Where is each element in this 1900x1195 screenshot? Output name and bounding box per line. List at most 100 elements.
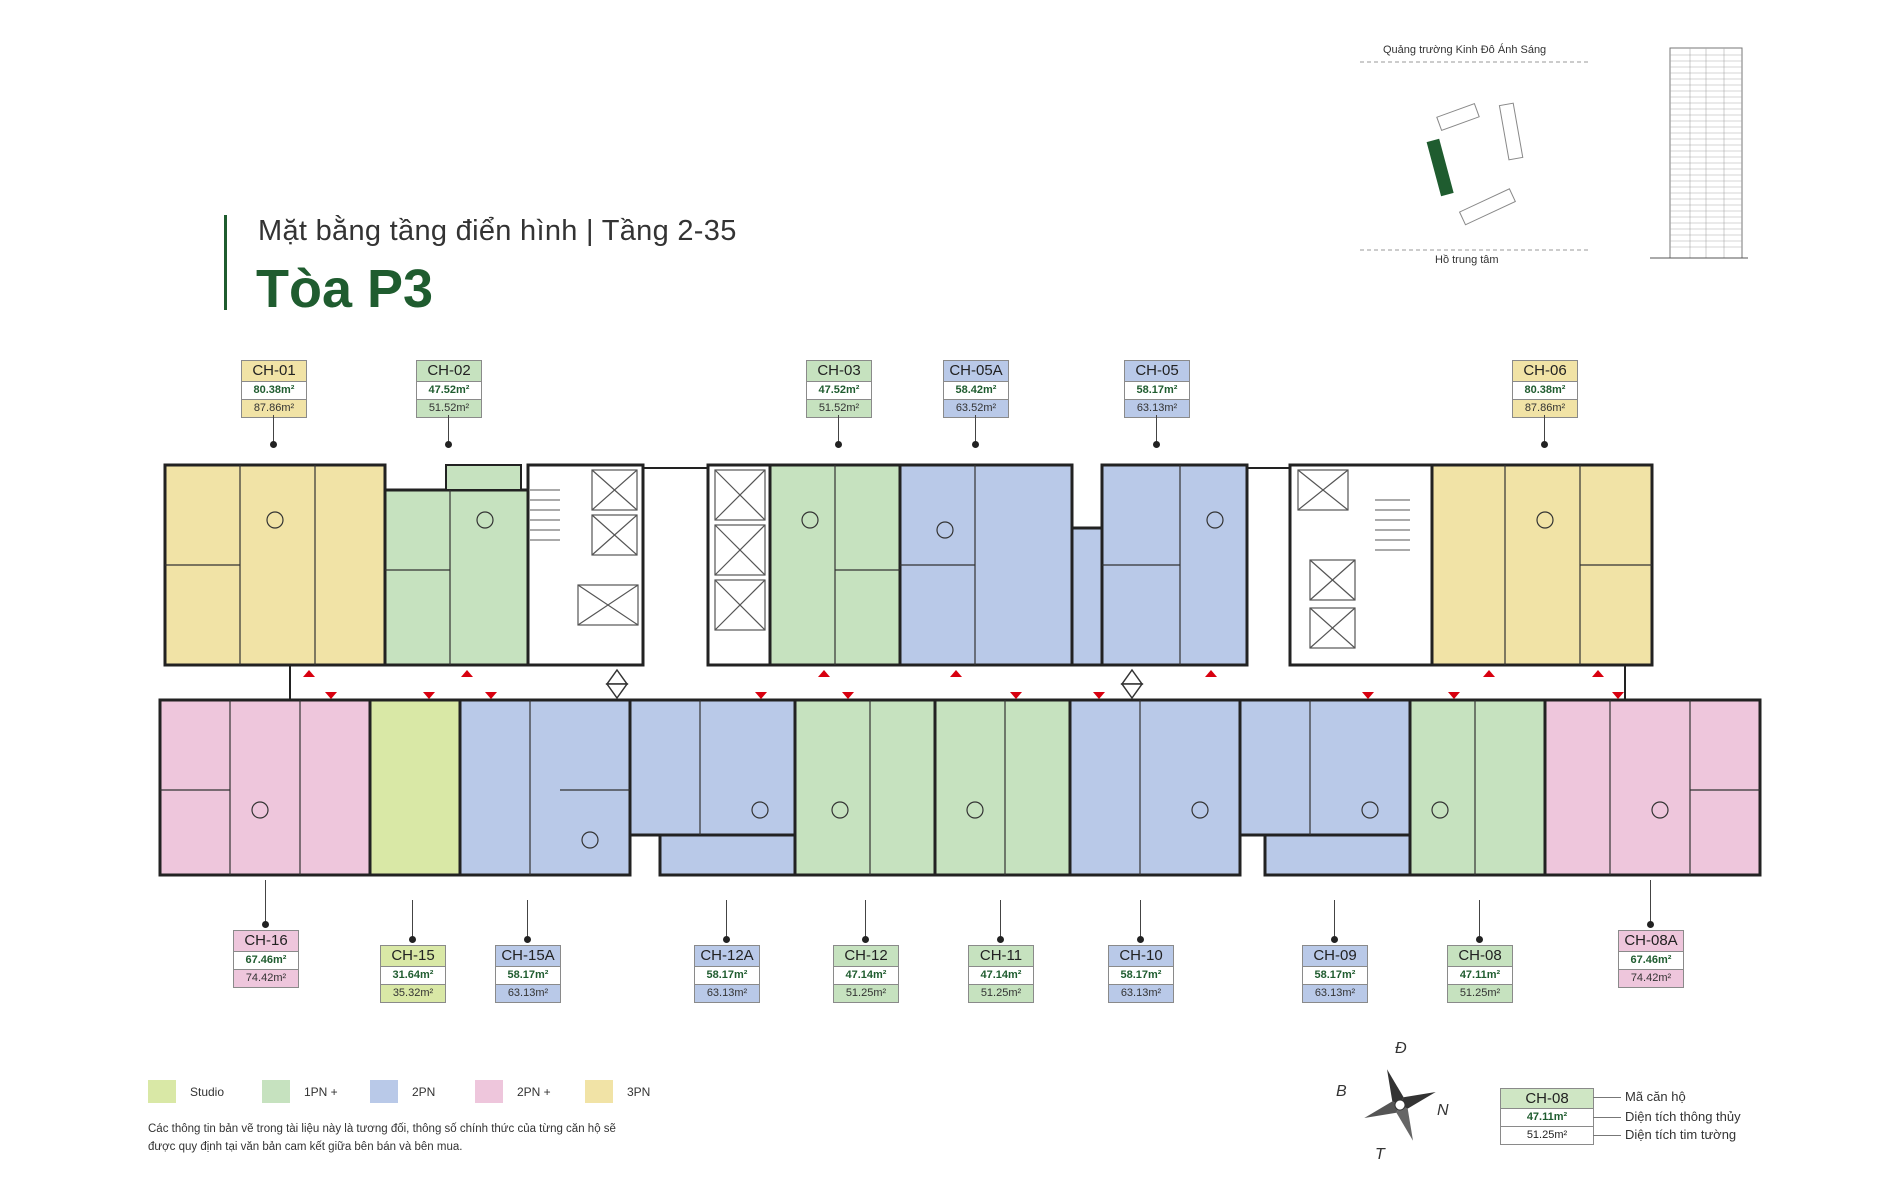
legend-1pn: 1PN + <box>262 1080 338 1103</box>
key-area-net: 47.11m² <box>1501 1109 1593 1127</box>
unit-area-net: 58.17m² <box>496 967 560 985</box>
unit-label-ch-16: CH-16 67.46m² 74.42m² <box>233 930 299 988</box>
unit-ch-12a <box>658 833 797 877</box>
unit-area-net: 47.52m² <box>807 382 871 400</box>
unit-ch-02 <box>383 488 530 667</box>
site-bottom-label: Hồ trung tâm <box>1435 254 1499 266</box>
unit-area-gross: 63.52m² <box>955 402 997 414</box>
unit-code: CH-15 <box>381 946 445 967</box>
unit-area-gross: 74.42m² <box>245 972 287 984</box>
legend-swatch <box>262 1080 290 1103</box>
page-subtitle: Mặt bằng tầng điển hình | Tầng 2-35 <box>258 215 737 247</box>
unit-label-ch-15a: CH-15A 58.17m² 63.13m² <box>495 945 561 1003</box>
key-gross-area-label: Diện tích tim tường <box>1625 1127 1737 1142</box>
leader-ch-08a <box>1647 880 1654 928</box>
leader-ch-10 <box>1137 900 1144 943</box>
unit-area-net: 58.17m² <box>1303 967 1367 985</box>
compass-north: Đ <box>1395 1040 1407 1057</box>
unit-label-ch-12a: CH-12A 58.17m² 63.13m² <box>694 945 760 1003</box>
unit-label-ch-08a: CH-08A 67.46m² 74.42m² <box>1618 930 1684 988</box>
unit-label-ch-10: CH-10 58.17m² 63.13m² <box>1108 945 1174 1003</box>
unit-label-ch-11: CH-11 47.14m² 51.25m² <box>968 945 1034 1003</box>
key-code-label: Mã căn hộ <box>1625 1089 1686 1104</box>
unit-area-net: 58.17m² <box>1125 382 1189 400</box>
unit-label-ch-01: CH-01 80.38m² 87.86m² <box>241 360 307 418</box>
unit-area-gross: 63.13m² <box>507 987 549 999</box>
entrance-markers <box>303 670 1624 699</box>
unit-area-net: 31.64m² <box>381 967 445 985</box>
core-left <box>526 463 1434 667</box>
key-area-gross: 51.25m² <box>1526 1129 1568 1141</box>
unit-code: CH-06 <box>1513 361 1577 382</box>
unit-ch-16 <box>158 698 372 877</box>
unit-code: CH-05 <box>1125 361 1189 382</box>
unit-area-net: 58.17m² <box>695 967 759 985</box>
unit-ch-12a-top <box>628 698 797 837</box>
compass-east: N <box>1437 1102 1449 1119</box>
leader-ch-01 <box>270 415 277 448</box>
leader-ch-12 <box>862 900 869 943</box>
unit-code: CH-02 <box>417 361 481 382</box>
leader-ch-08 <box>1476 900 1483 943</box>
unit-label-ch-03: CH-03 47.52m² 51.52m² <box>806 360 872 418</box>
unit-area-net: 58.17m² <box>1109 967 1173 985</box>
unit-code: CH-16 <box>234 931 298 952</box>
leader-ch-15 <box>409 900 416 943</box>
legend-swatch <box>585 1080 613 1103</box>
unit-ch-11 <box>933 698 1072 877</box>
unit-label-ch-06: CH-06 80.38m² 87.86m² <box>1512 360 1578 418</box>
compass-icon <box>1364 1069 1436 1141</box>
legend-2pn-plus: 2PN + <box>475 1080 551 1103</box>
unit-code: CH-15A <box>496 946 560 967</box>
legend-label: 2PN <box>412 1084 436 1099</box>
legend-swatch <box>475 1080 503 1103</box>
unit-label-ch-05a: CH-05A 58.42m² 63.52m² <box>943 360 1009 418</box>
unit-ch-09 <box>1263 833 1412 877</box>
unit-label-ch-05: CH-05 58.17m² 63.13m² <box>1124 360 1190 418</box>
leader-ch-03 <box>835 415 842 448</box>
key-code: CH-08 <box>1501 1089 1593 1109</box>
legend-label: 2PN + <box>517 1084 551 1099</box>
unit-area-net: 80.38m² <box>1513 382 1577 400</box>
site-building-3 <box>1458 188 1516 226</box>
unit-ch-15 <box>368 698 462 877</box>
unit-ch-08a <box>1543 698 1762 877</box>
disclaimer-note: Các thông tin bản vẽ trong tài liệu này … <box>148 1123 616 1153</box>
unit-code: CH-10 <box>1109 946 1173 967</box>
legend-swatch <box>370 1080 398 1103</box>
leader-ch-06 <box>1541 415 1548 448</box>
key-net-area-label: Diện tích thông thủy <box>1625 1109 1741 1124</box>
legend-3pn: 3PN <box>585 1080 650 1103</box>
legend-label: 3PN <box>627 1084 651 1099</box>
unit-area-net: 47.14m² <box>969 967 1033 985</box>
key-leader-2 <box>1593 1117 1621 1118</box>
unit-ch-05a <box>898 463 1074 667</box>
compass-west: B <box>1336 1083 1347 1100</box>
legend-label: Studio <box>190 1084 225 1099</box>
unit-area-net: 58.42m² <box>944 382 1008 400</box>
site-top-label: Quảng trường Kinh Đô Ánh Sáng <box>1383 44 1547 56</box>
unit-area-gross: 51.52m² <box>818 402 860 414</box>
leader-ch-05 <box>1153 415 1160 448</box>
unit-label-ch-02: CH-02 47.52m² 51.52m² <box>416 360 482 418</box>
unit-code: CH-08 <box>1448 946 1512 967</box>
unit-code: CH-12 <box>834 946 898 967</box>
unit-ch-12 <box>793 698 937 877</box>
title-accent-bar <box>224 215 227 310</box>
bottom-units <box>158 698 1762 877</box>
unit-code: CH-11 <box>969 946 1033 967</box>
unit-label-ch-15: CH-15 31.64m² 35.32m² <box>380 945 446 1003</box>
unit-ch-08 <box>1408 698 1547 877</box>
leader-ch-12a <box>723 900 730 943</box>
unit-area-net: 67.46m² <box>234 952 298 970</box>
leader-ch-11 <box>997 900 1004 943</box>
key-leader-3 <box>1593 1135 1621 1136</box>
unit-ch-10 <box>1068 698 1242 877</box>
unit-label-ch-12: CH-12 47.14m² 51.25m² <box>833 945 899 1003</box>
unit-area-gross: 87.86m² <box>253 402 295 414</box>
unit-area-gross: 51.25m² <box>845 987 887 999</box>
unit-area-gross: 51.25m² <box>1459 987 1501 999</box>
unit-area-net: 47.11m² <box>1448 967 1512 985</box>
compass-south: T <box>1375 1146 1385 1163</box>
site-map <box>1360 61 1590 251</box>
